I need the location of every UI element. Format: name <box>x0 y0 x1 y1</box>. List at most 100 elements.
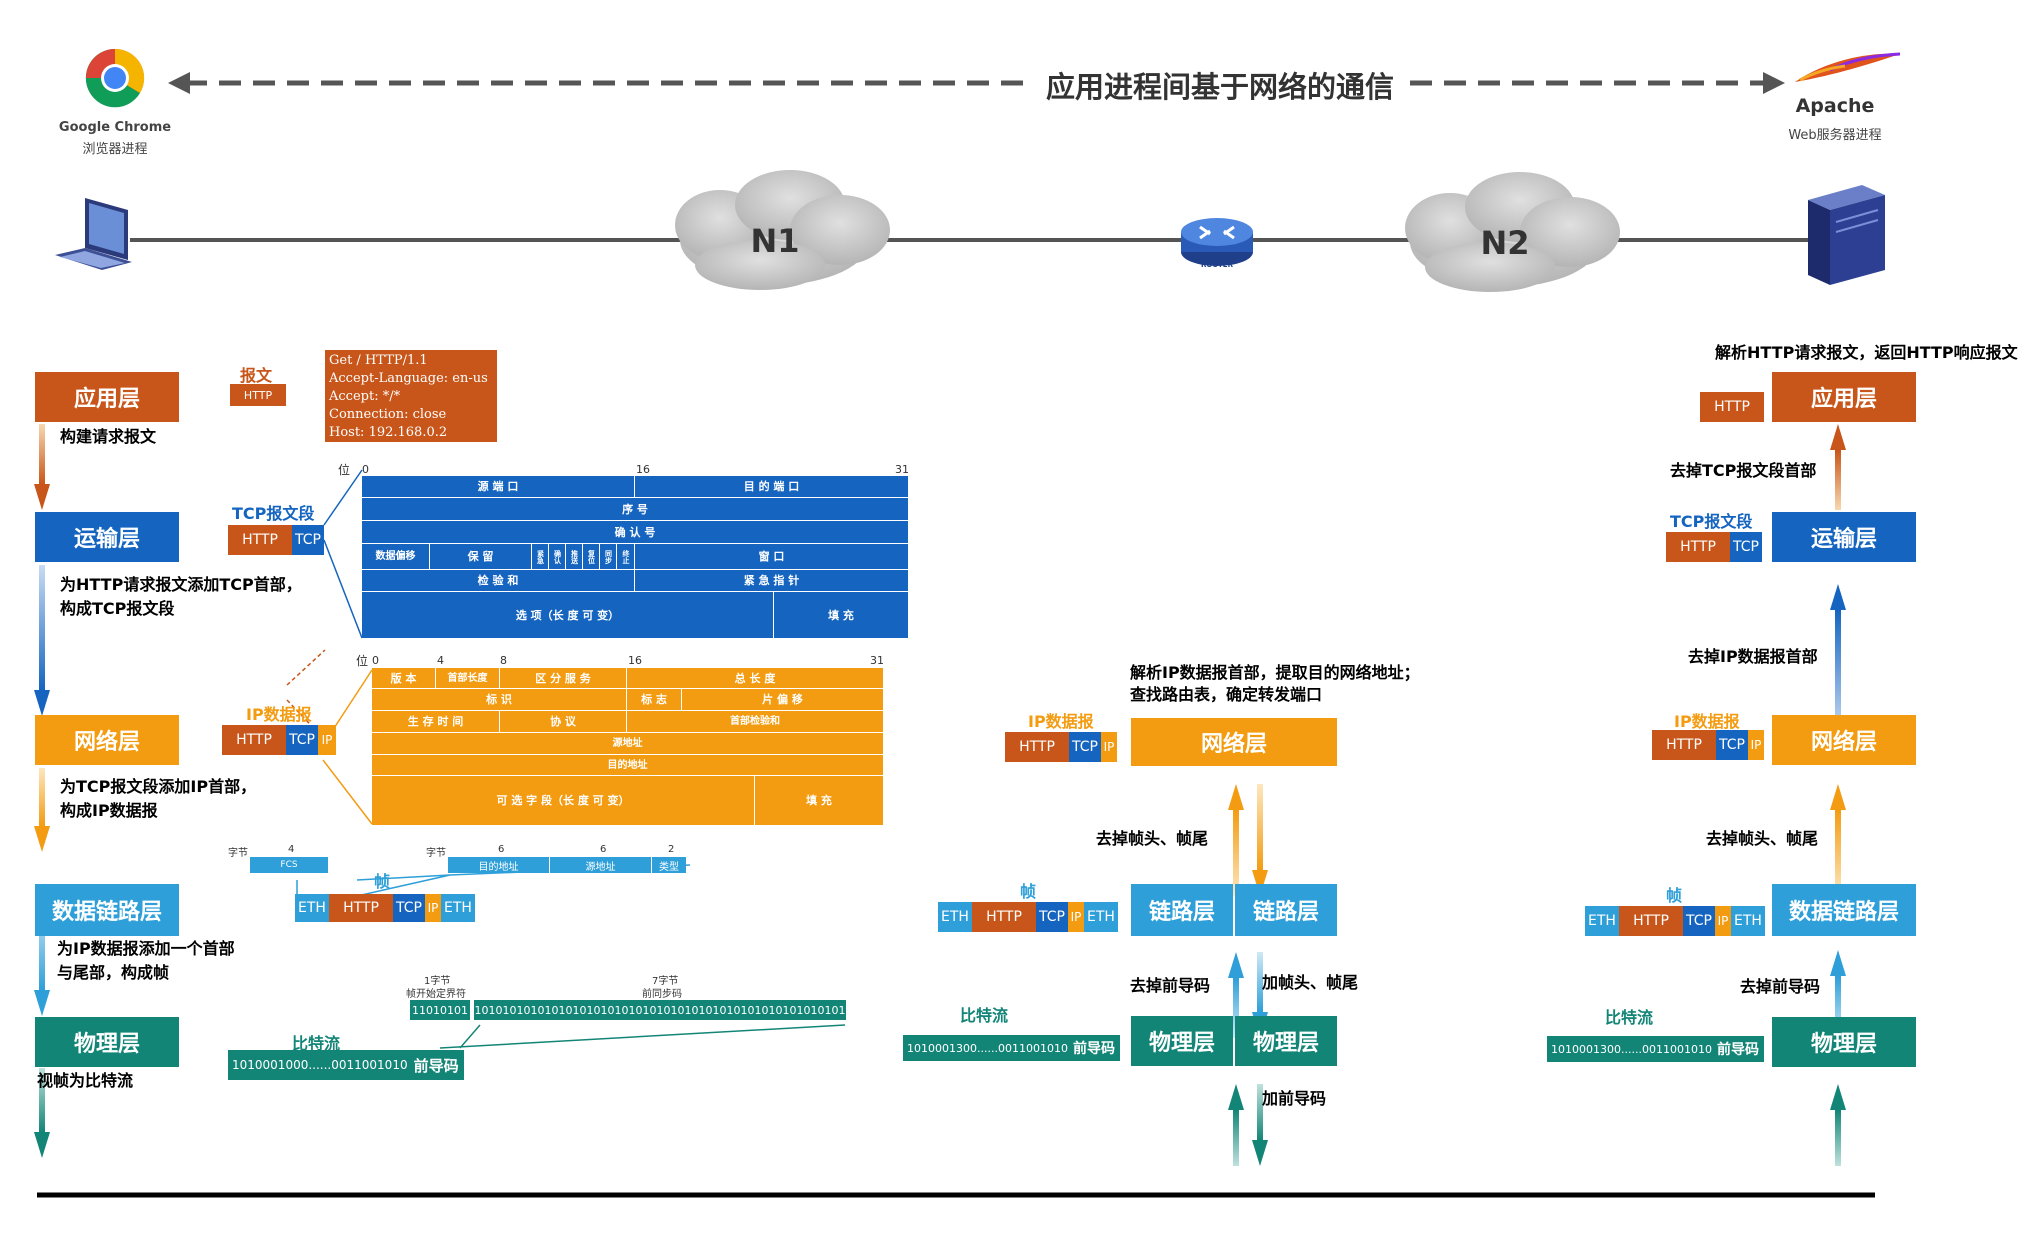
apache-feather-icon <box>1795 52 1901 82</box>
left-transport-layer: 运输层 <box>35 512 179 562</box>
network-n1-label: N1 <box>750 222 800 260</box>
router-physical-right: 物理层 <box>1235 1016 1337 1066</box>
right-ip-tcp: TCP <box>1716 730 1748 760</box>
step-add-ip-2: 构成IP数据报 <box>60 801 158 820</box>
tcp-window: 窗 口 <box>635 544 908 570</box>
left-bit-label: 比特流 <box>292 1034 341 1053</box>
ip-tos: 区 分 服 务 <box>500 668 627 689</box>
pre-len: 7字节 <box>652 976 679 987</box>
step-add-ip-1: 为TCP报文段添加IP首部， <box>60 777 257 796</box>
router-remove-preamble: 去掉前导码 <box>1130 976 1211 995</box>
left-bits: 1010001000......0011001010 <box>232 1058 408 1072</box>
right-remove-ip: 去掉IP数据报首部 <box>1688 647 1818 666</box>
right-remove-preamble: 去掉前导码 <box>1740 977 1821 996</box>
step-bitstream: 视帧为比特流 <box>37 1071 134 1090</box>
sfd-len: 1字节 <box>424 976 451 987</box>
tcp-src-port: 源 端 口 <box>362 476 635 498</box>
left-frame-ip: IP <box>425 894 441 922</box>
left-ip-ip: IP <box>318 725 336 755</box>
frame-n2: 2 <box>668 844 675 855</box>
ip-padding: 填 充 <box>806 794 832 807</box>
step-add-frame-1: 为IP数据报添加一个首部 <box>57 939 235 958</box>
tcp-flag-syn: 同步 <box>600 544 617 570</box>
network-n2-label: N2 <box>1480 224 1530 262</box>
step-build-request: 构建请求报文 <box>60 427 157 446</box>
right-tcp-http: HTTP <box>1666 532 1730 562</box>
msg-label: 报文 <box>240 366 273 385</box>
right-ip-http: HTTP <box>1652 730 1716 760</box>
right-desc: 解析HTTP请求报文，返回HTTP响应报文 <box>1715 343 2018 362</box>
left-physical-layer: 物理层 <box>35 1017 179 1067</box>
chrome-sub: 浏览器进程 <box>82 142 148 157</box>
ip-flags: 标 志 <box>627 689 682 711</box>
sfd-desc: 帧开始定界符 <box>406 989 466 1000</box>
ip-ttl: 生 存 时 间 <box>372 711 500 733</box>
flow-arrows <box>34 424 1875 1198</box>
right-remove-tcp: 去掉TCP报文段首部 <box>1670 461 1817 480</box>
router-frame-ip: IP <box>1068 902 1084 932</box>
apache-label: Apache <box>1795 95 1875 117</box>
tcp-header-table: 源 端 口 目 的 端 口 序 号 确 认 号 数据偏移 保 留 紧急 确认 推… <box>362 476 908 638</box>
tcp-options: 选 项（长 度 可 变） <box>362 592 774 638</box>
ip-total-length: 总 长 度 <box>627 668 883 689</box>
frame-n6a: 6 <box>498 844 505 855</box>
left-ip-label: IP数据报 <box>246 705 312 724</box>
chrome-icon <box>85 48 145 108</box>
ip-dst-addr: 目的地址 <box>372 755 883 776</box>
cloud-n1-icon <box>675 170 890 290</box>
right-frame-tcp: TCP <box>1683 906 1715 936</box>
tcp-urgent: 紧 急 指 针 <box>635 570 908 592</box>
msg-line-4: Connection: close <box>329 407 447 422</box>
router-preamble: 前导码 <box>1072 1041 1115 1057</box>
router-datalink-left: 链路层 <box>1131 884 1233 936</box>
right-remove-frame: 去掉帧头、帧尾 <box>1706 829 1819 848</box>
tcp-b31: 31 <box>895 463 909 476</box>
right-bit-label: 比特流 <box>1605 1008 1654 1027</box>
frame-src: 源地址 <box>550 857 652 873</box>
router-desc-1: 解析IP数据报首部，提取目的网络地址； <box>1130 663 1420 682</box>
pre-bits: 1010101010101010101010101010101010101010… <box>474 1000 846 1020</box>
router-frame-eth2: ETH <box>1084 902 1118 932</box>
tcp-dst-port: 目 的 端 口 <box>635 476 908 498</box>
left-frame-eth1: ETH <box>295 894 329 922</box>
left-frame-label: 帧 <box>374 872 391 891</box>
frame-type: 类型 <box>652 857 686 873</box>
tcp-seq: 序 号 <box>362 498 908 521</box>
right-transport-layer: 运输层 <box>1772 512 1916 562</box>
left-tcp-http: HTTP <box>228 525 292 555</box>
left-preamble: 前导码 <box>413 1056 459 1075</box>
tcp-b16: 16 <box>636 463 650 476</box>
left-frame-tcp: TCP <box>393 894 425 922</box>
tcp-padding: 填 充 <box>828 608 854 622</box>
left-bitstream: 1010001000......0011001010 前导码 <box>228 1050 464 1080</box>
left-datalink-layer: 数据链路层 <box>35 884 179 936</box>
tcp-checksum: 检 验 和 <box>362 570 635 592</box>
right-bits: 1010001300......0011001010 <box>1551 1042 1712 1056</box>
left-tcp-tcp: TCP <box>292 525 324 555</box>
left-frame-eth2: ETH <box>441 894 475 922</box>
router-frame-eth1: ETH <box>938 902 972 932</box>
router-bits: 1010001300......0011001010 <box>907 1041 1068 1055</box>
left-ip-tcp: TCP <box>286 725 318 755</box>
ip-b0: 0 <box>372 654 379 667</box>
tcp-flag-psh: 推送 <box>566 544 583 570</box>
step-add-tcp-2: 构成TCP报文段 <box>60 599 175 618</box>
router-ip-ip: IP <box>1101 732 1117 762</box>
router-frame-label: 帧 <box>1020 882 1037 901</box>
tcp-reserved: 保 留 <box>430 544 532 570</box>
ip-b31: 31 <box>870 654 884 667</box>
ip-options: 可 选 字 段（长 度 可 变） <box>372 776 755 825</box>
router-add-preamble: 加前导码 <box>1262 1089 1327 1108</box>
router-ip-label: IP数据报 <box>1028 712 1094 731</box>
router-physical-left: 物理层 <box>1131 1016 1233 1066</box>
ip-header-table: 版 本 首部长度 区 分 服 务 总 长 度 标 识 标 志 片 偏 移 生 存… <box>372 668 883 825</box>
router-bit-label: 比特流 <box>960 1006 1009 1025</box>
router-datalink-right: 链路层 <box>1235 884 1337 936</box>
ip-protocol: 协 议 <box>500 711 627 733</box>
frame-bytes-1: 字节 <box>228 848 248 859</box>
right-network-layer: 网络层 <box>1772 715 1916 765</box>
tcp-b0: 0 <box>362 463 369 476</box>
ip-id: 标 识 <box>372 689 627 711</box>
tcp-flag-ack: 确认 <box>549 544 566 570</box>
msg-line-3: Accept: */* <box>329 389 401 404</box>
